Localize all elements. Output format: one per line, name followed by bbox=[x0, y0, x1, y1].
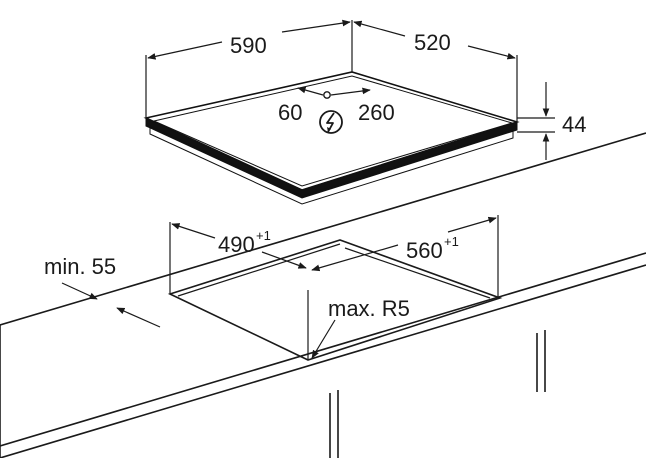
cutout-inner-wall bbox=[344, 247, 491, 299]
hob-glass-inner bbox=[152, 75, 514, 187]
hob bbox=[143, 19, 555, 205]
cutout-opening bbox=[167, 239, 503, 361]
worktop bbox=[0, 132, 646, 458]
min-edge-label: min. 55 bbox=[44, 254, 116, 279]
radius-leader bbox=[311, 319, 336, 359]
cutout-width-label: 490 bbox=[218, 232, 255, 257]
cutout bbox=[61, 215, 503, 361]
connection-point bbox=[323, 91, 331, 99]
hob-width-arrow-left bbox=[147, 41, 223, 60]
electrical-connection-icon bbox=[319, 110, 343, 134]
cutout-width-tol: +1 bbox=[256, 228, 271, 243]
hob-height-label: 44 bbox=[562, 112, 586, 137]
cutout-width-arrow-right bbox=[261, 251, 307, 269]
hob-width-arrow-right bbox=[281, 19, 351, 33]
cutout-depth-arrow-right bbox=[447, 216, 497, 233]
worktop-back-edge bbox=[0, 132, 646, 326]
hob-depth-arrow-left bbox=[353, 20, 406, 37]
radius-label: max. R5 bbox=[328, 296, 410, 321]
cutout-depth-label: 560 bbox=[406, 238, 443, 263]
cutout-inner-back bbox=[177, 243, 341, 297]
min-edge-arrow-top bbox=[61, 282, 98, 300]
min-edge-arrow-bottom bbox=[116, 307, 161, 328]
cutout-width-arrow-left bbox=[171, 223, 216, 239]
conn-right-arrow bbox=[330, 87, 371, 96]
conn-left-label: 60 bbox=[278, 100, 302, 125]
worktop-front-top-edge bbox=[0, 264, 646, 458]
cutout-depth-tol: +1 bbox=[444, 234, 459, 249]
worktop-front-mid-edge bbox=[0, 252, 646, 447]
conn-right-label: 260 bbox=[358, 100, 395, 125]
hob-depth-label: 520 bbox=[414, 30, 451, 55]
hob-width-label: 590 bbox=[230, 33, 267, 58]
cutout-depth-arrow-left bbox=[311, 244, 399, 272]
conn-left-arrow bbox=[297, 86, 324, 96]
hob-base bbox=[149, 125, 514, 205]
hob-depth-arrow-right bbox=[467, 45, 516, 60]
